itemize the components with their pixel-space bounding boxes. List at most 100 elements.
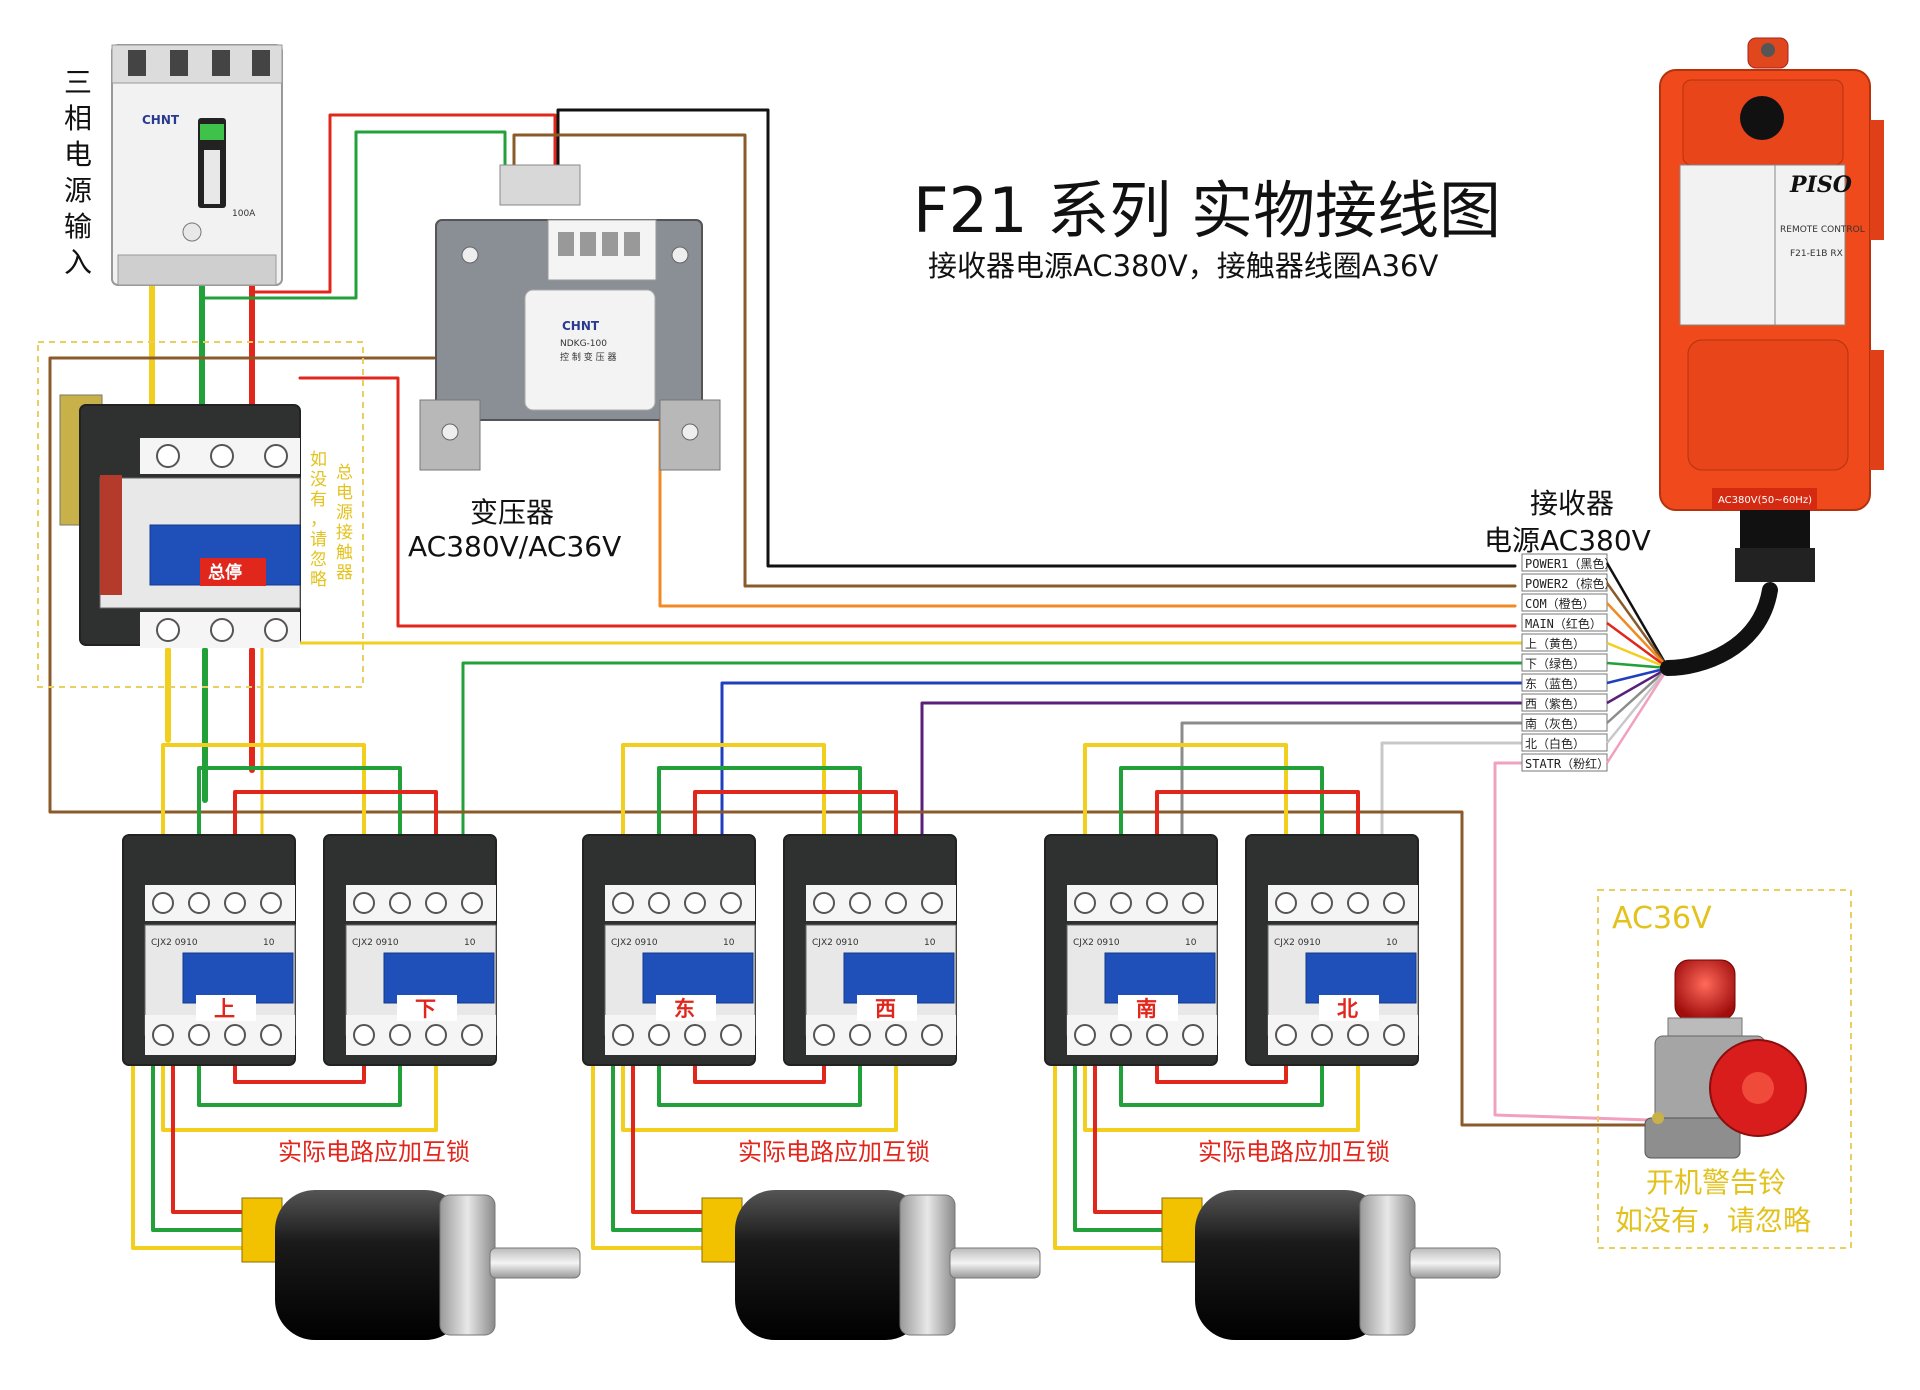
wire-motor-yellow-0: [131, 1048, 260, 1250]
wire-motor-red-1: [631, 1048, 720, 1214]
wire-out-green-2: [1119, 1048, 1324, 1107]
terminal-label: 东（蓝色）: [1525, 677, 1585, 691]
wire-out-green-1: [657, 1048, 862, 1107]
contactor-direction: 南: [1136, 997, 1157, 1021]
wire-bus-green-2: [1119, 766, 1324, 872]
contactor-6: CJX2 0910 10 北: [1245, 834, 1419, 1066]
contactor-model: CJX2 0910: [611, 938, 658, 948]
control-transformer: CHNT NDKG-100 控 制 变 压 器: [419, 164, 721, 471]
contactor-direction: 北: [1337, 997, 1358, 1021]
wire-com: [658, 258, 1517, 608]
contactor-model: CJX2 0910: [812, 938, 859, 948]
wire-tx-green: [200, 130, 507, 300]
wire-tx-red: [250, 113, 557, 294]
receiver-label-2: 电源AC380V: [1484, 524, 1651, 557]
contactor-aux: 10: [464, 938, 476, 948]
terminal-label: 下（绿色）: [1525, 656, 1585, 671]
contactor-model: CJX2 0910: [1274, 938, 1321, 948]
wire-motor-green-0: [151, 1048, 260, 1232]
contactor-model: CJX2 0910: [151, 938, 198, 948]
wire-motor-red-0: [171, 1048, 260, 1214]
wire-ctrl-up: [260, 641, 1524, 852]
receiver-model: F21-E1B RX: [1790, 249, 1843, 259]
wire-ctrl-north: [1380, 741, 1524, 852]
main-contactor-note-2: 如没有，请忽略: [310, 450, 327, 590]
wire-out-yellow-0: [161, 1048, 438, 1132]
receiver-power-badge: AC380V(50~60Hz): [1718, 495, 1812, 506]
breaker-brand: CHNT: [142, 113, 180, 127]
wire-bus-green-1: [657, 766, 862, 872]
terminal-lead: [1606, 666, 1669, 685]
terminal-lead: [1606, 621, 1669, 670]
wire-power2: [512, 133, 1517, 588]
transformer-label-1: 变压器: [470, 496, 554, 529]
terminal-box: [1521, 593, 1608, 612]
main-contactor: [59, 394, 301, 648]
terminal-label: 南（灰色）: [1525, 716, 1585, 731]
terminal-lead: [1606, 602, 1669, 669]
wire-bell-brown: [48, 356, 1650, 1127]
terminal-label: MAIN（红色）: [1525, 616, 1602, 631]
wire-bus-red-1: [693, 790, 898, 872]
contactor-direction: 下: [415, 997, 436, 1021]
contactor-direction: 上: [214, 997, 235, 1021]
terminal-box: [1521, 653, 1608, 672]
main-stop-label: 总停: [208, 562, 242, 583]
terminal-label: COM（橙色）: [1525, 596, 1595, 611]
terminal-lead: [1605, 562, 1670, 669]
wire-ctrl-west: [920, 701, 1524, 852]
wire-bus-yellow-1: [621, 743, 826, 872]
interlock-notes: 实际电路应加互锁实际电路应加互锁实际电路应加互锁: [278, 1138, 1390, 1166]
wire-motor-red-2: [1093, 1048, 1180, 1214]
motor-2: [701, 1190, 1041, 1340]
terminal-box: [1521, 573, 1608, 592]
wire-out-yellow-1: [621, 1048, 898, 1132]
main-contactor-optional-box: [37, 341, 364, 688]
terminal-label: POWER2（棕色）: [1525, 576, 1616, 591]
terminal-lead: [1605, 582, 1670, 669]
receiver-panel-title: REMOTE CONTROL: [1780, 225, 1865, 235]
wire-power1: [556, 108, 1517, 568]
alarm-bell: [1644, 959, 1807, 1159]
contactor-aux: 10: [1386, 938, 1398, 948]
wire-motor-green-2: [1073, 1048, 1180, 1232]
transformer-label-2: AC380V/AC36V: [408, 530, 621, 563]
page-title: F21 系列 实物接线图: [913, 174, 1501, 247]
wire-bell-pink: [1493, 761, 1652, 1122]
terminal-lead: [1606, 641, 1669, 670]
interlock-note: 实际电路应加互锁: [738, 1138, 930, 1166]
terminal-label: STATR（粉红）: [1525, 756, 1609, 771]
contactor-aux: 10: [723, 938, 735, 948]
wire-motor-yellow-2: [1053, 1048, 1180, 1250]
circuit-breaker: CHNT 100A: [111, 44, 283, 286]
receiver-terminal-block: POWER1（黑色）POWER2（棕色）COM（橙色）MAIN（红色）上（黄色）…: [1521, 553, 1778, 772]
terminal-box: [1521, 633, 1608, 652]
wire-motor-green-1: [611, 1048, 720, 1232]
transformer-nameplate: 控 制 变 压 器: [560, 351, 616, 363]
terminal-box: [1521, 553, 1608, 572]
wire-bus-red-0: [233, 790, 438, 872]
main-contactor-note-1: 总电源接触器: [336, 463, 353, 583]
radio-receiver: PISO REMOTE CONTROL F21-E1B RX AC380V(50…: [1659, 37, 1884, 582]
wire-bus-green-0: [197, 766, 402, 872]
terminal-label: 北（白色）: [1525, 736, 1585, 751]
wire-ctrl-east: [720, 681, 1524, 852]
page-subtitle: 接收器电源AC380V，接触器线圈A36V: [928, 249, 1439, 283]
transformer-brand: CHNT: [562, 319, 600, 333]
wire-motor-yellow-1: [591, 1048, 720, 1250]
terminal-lead: [1606, 667, 1669, 724]
transformer-model: NDKG-100: [560, 339, 607, 349]
terminal-lead: [1606, 666, 1669, 705]
terminal-lead: [1606, 661, 1669, 670]
contactor-model: CJX2 0910: [1073, 938, 1120, 948]
terminal-lead: [1605, 667, 1670, 764]
contactor-aux: 10: [924, 938, 936, 948]
terminal-label: 上（黄色）: [1525, 637, 1585, 651]
motors: [241, 1190, 1501, 1340]
terminal-lead: [1606, 667, 1669, 744]
